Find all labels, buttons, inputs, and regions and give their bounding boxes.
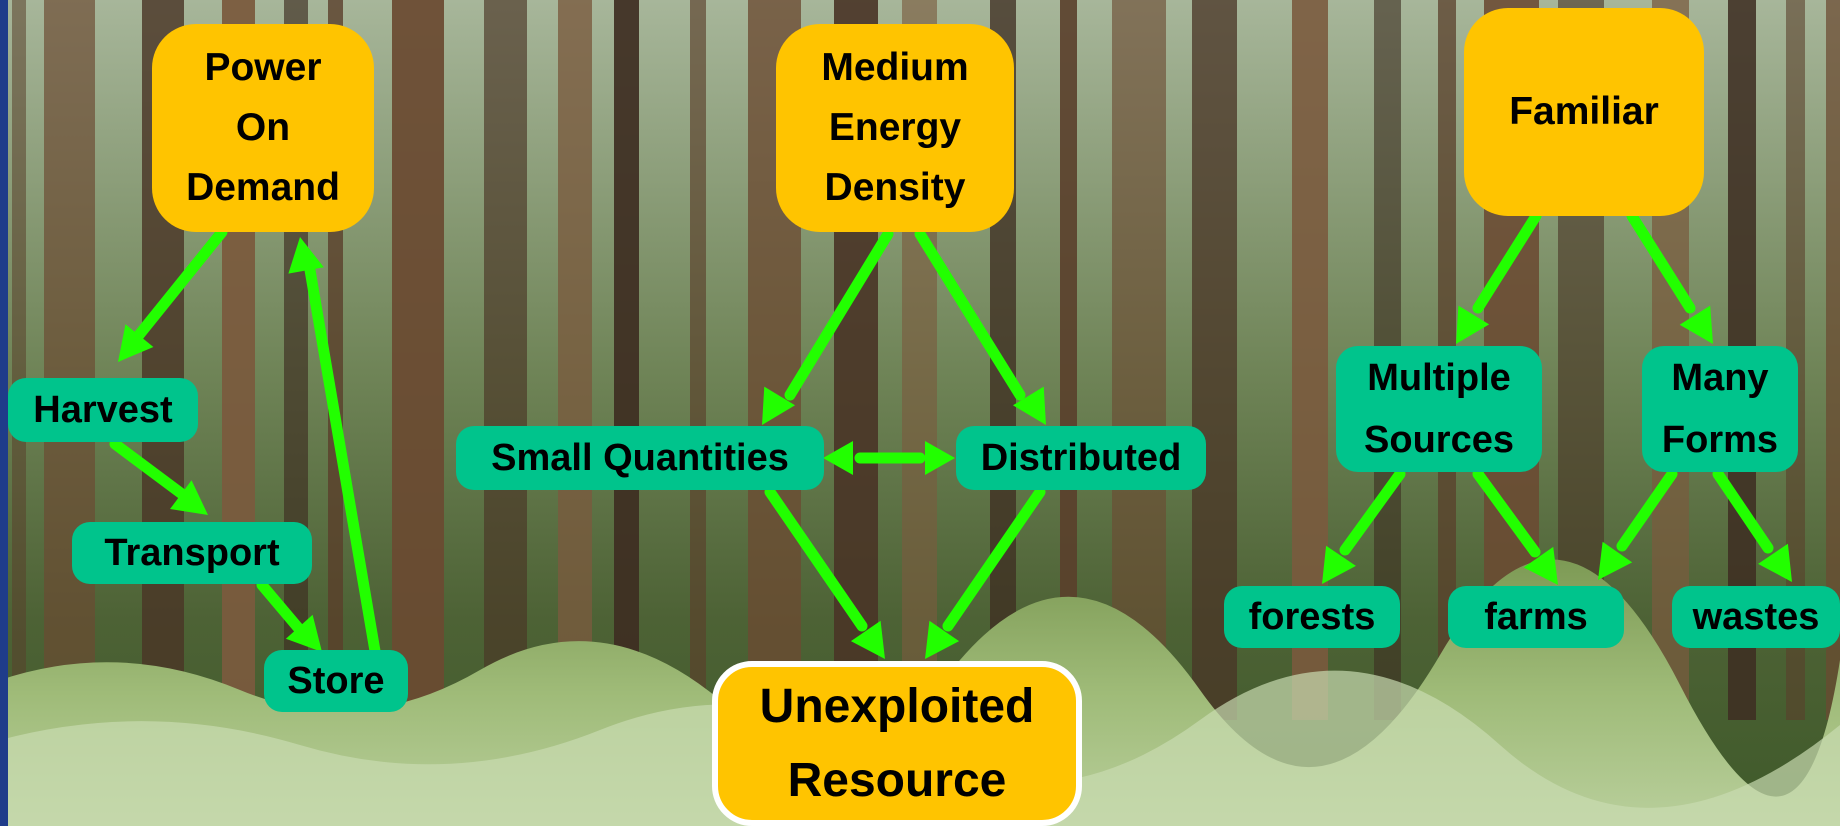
arrow-harvest-to-transport	[109, 438, 208, 515]
tree-trunk	[614, 0, 639, 720]
tree-trunk	[690, 0, 706, 720]
arrow-familiar-to-many-forms	[1626, 210, 1713, 344]
arrow-many-forms-to-farms	[1598, 468, 1678, 580]
arrow-medium-to-distributed	[914, 228, 1046, 425]
arrow-small-quantities-distributed	[823, 441, 955, 475]
node-line: Transport	[104, 532, 280, 574]
arrow-multiple-sources-to-farms	[1472, 468, 1558, 585]
tree-trunk	[392, 0, 444, 720]
node-line: Familiar	[1509, 90, 1659, 133]
node-many-forms: Many Forms	[1642, 346, 1798, 472]
node-line: wastes	[1692, 596, 1820, 638]
arrow-many-forms-to-wastes	[1712, 468, 1792, 582]
node-line: Distributed	[980, 437, 1182, 479]
arrow-multiple-sources-to-forests	[1322, 468, 1406, 584]
node-line: Multiple	[1367, 357, 1511, 399]
arrow-transport-to-store	[256, 579, 322, 652]
tree-trunk	[558, 0, 592, 720]
node-line: Density	[824, 166, 966, 209]
tree-trunk	[44, 0, 95, 720]
arrow-distributed-to-unexploited	[925, 486, 1046, 659]
node-line: Demand	[186, 166, 340, 209]
node-line: Power	[204, 46, 322, 89]
node-line: Unexploited	[759, 679, 1035, 733]
node-line: farms	[1484, 596, 1588, 638]
tree-trunk	[12, 0, 26, 720]
tree-trunk	[484, 0, 527, 720]
arrow-small-quantities-to-unexploited	[764, 486, 885, 659]
node-store: Store	[264, 650, 408, 712]
node-line: forests	[1248, 596, 1376, 638]
node-familiar: Familiar	[1464, 8, 1704, 216]
node-line: Resource	[787, 753, 1007, 807]
node-harvest: Harvest	[8, 378, 198, 442]
node-line: On	[235, 106, 291, 149]
node-power-on-demand: Power On Demand	[152, 24, 374, 232]
node-medium-energy-density: Medium Energy Density	[776, 24, 1014, 232]
node-line: Forms	[1661, 419, 1779, 461]
node-distributed: Distributed	[956, 426, 1206, 490]
node-line: Harvest	[33, 389, 173, 431]
node-line: Many	[1671, 357, 1769, 399]
node-line: Medium	[821, 46, 969, 89]
node-farms: farms	[1448, 586, 1624, 648]
node-wastes: wastes	[1672, 586, 1840, 648]
tree-trunk	[1826, 0, 1840, 720]
arrow-familiar-to-multiple-sources	[1456, 210, 1542, 344]
node-forests: forests	[1224, 586, 1400, 648]
node-line: Sources	[1364, 419, 1514, 461]
node-transport: Transport	[72, 522, 312, 584]
node-line: Energy	[828, 106, 962, 149]
node-line: Small Quantities	[491, 437, 789, 479]
tree-trunk	[1060, 0, 1077, 720]
tree-trunk	[1112, 0, 1166, 720]
node-line: Store	[287, 660, 385, 702]
node-multiple-sources: Multiple Sources	[1336, 346, 1542, 472]
arrow-power-to-harvest	[118, 226, 228, 362]
arrow-medium-to-small-quantities	[762, 228, 894, 425]
node-unexploited-resource: Unexploited Resource	[712, 661, 1082, 826]
node-small-quantities: Small Quantities	[456, 426, 824, 490]
arrow-store-to-power	[288, 237, 381, 657]
